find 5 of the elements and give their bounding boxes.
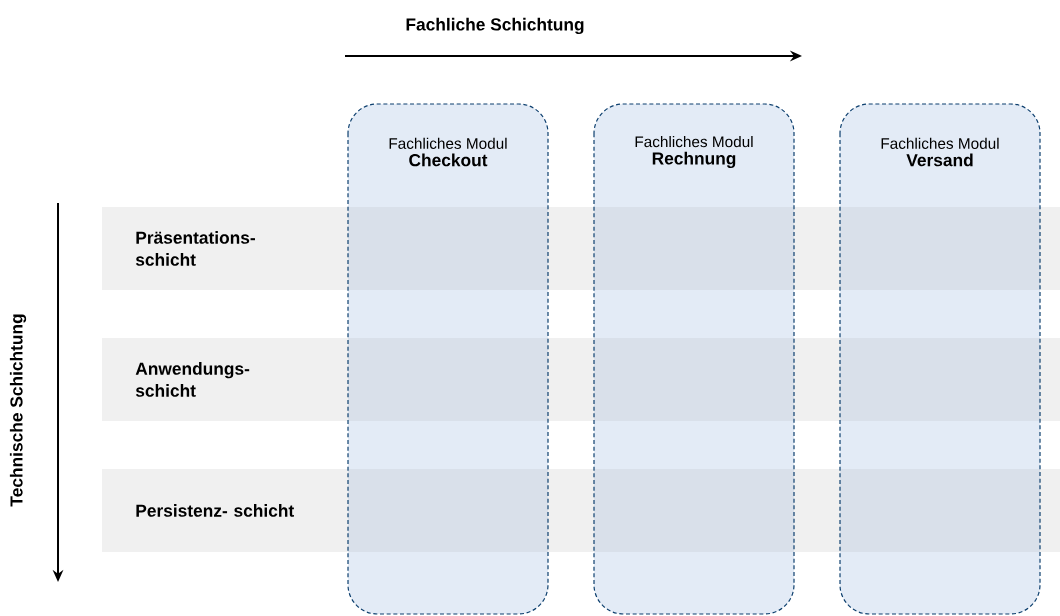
module-column: Fachliches Modul Checkout [347,103,549,615]
axis-title: Technische Schichtung [9,314,27,507]
axis-title: Fachliche Schichtung [406,17,584,35]
module-column: Fachliches Modul Versand [839,103,1041,615]
module-column: Fachliches Modul Rechnung [593,103,795,615]
